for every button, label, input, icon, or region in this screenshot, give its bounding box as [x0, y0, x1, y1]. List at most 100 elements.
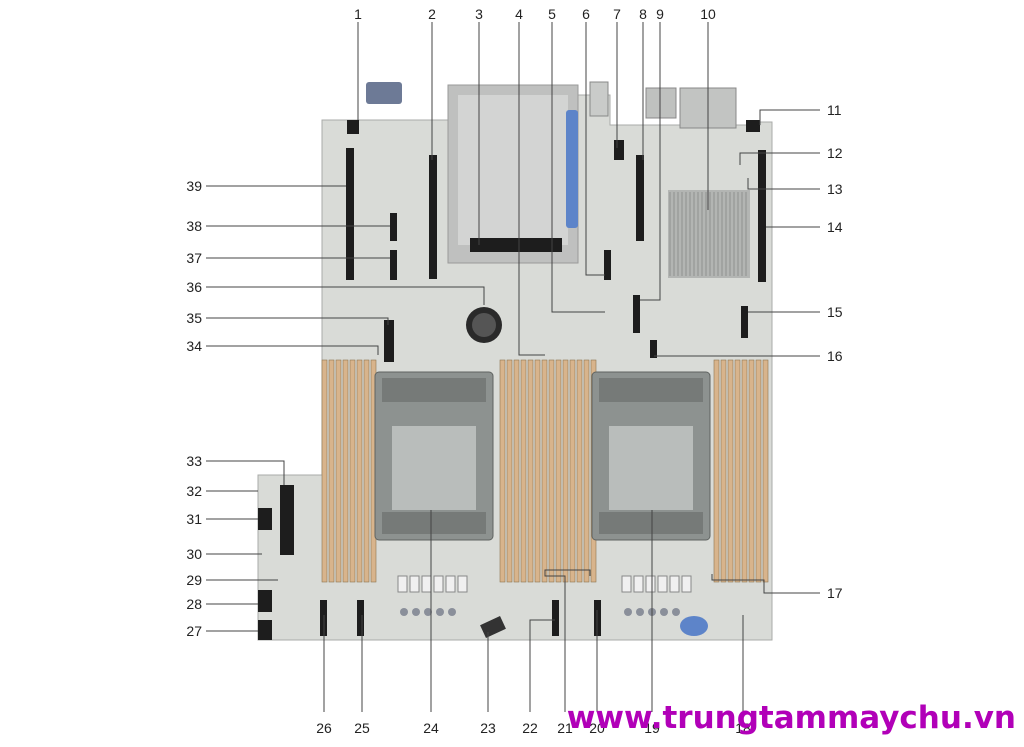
- dimm-slot: [727, 359, 734, 583]
- dimm-slot: [363, 359, 370, 583]
- dimm-slot: [755, 359, 762, 583]
- vrm-components: [397, 575, 692, 616]
- dimm-slot: [541, 359, 548, 583]
- callout-34: 34: [186, 338, 202, 354]
- callout-36: 36: [186, 279, 202, 295]
- callout-17: 17: [827, 585, 843, 601]
- callout-8: 8: [639, 6, 647, 22]
- dimm-slot: [748, 359, 755, 583]
- vrm-inductor: [397, 575, 408, 593]
- intrusion-switch: [480, 616, 506, 638]
- dimm-bank-left: [321, 359, 377, 583]
- dimm-bank-center: [499, 359, 597, 583]
- dimm-slot: [342, 359, 349, 583]
- callout-37: 37: [186, 250, 202, 266]
- connector-37: [390, 250, 397, 280]
- connector-1: [347, 120, 359, 134]
- callout-28: 28: [186, 596, 202, 612]
- callout-3: 3: [475, 6, 483, 22]
- callout-20: 20: [589, 720, 605, 736]
- dimm-slot: [506, 359, 513, 583]
- connector-25: [357, 600, 364, 636]
- riser-cage: [447, 84, 579, 264]
- dimm-slot: [562, 359, 569, 583]
- callout-7: 7: [613, 6, 621, 22]
- slot-39: [346, 148, 354, 280]
- callout-5: 5: [548, 6, 556, 22]
- callout-33: 33: [186, 453, 202, 469]
- vrm-inductor: [445, 575, 456, 593]
- callout-30: 30: [186, 546, 202, 562]
- connector-16: [650, 340, 657, 358]
- dimm-slot: [569, 359, 576, 583]
- connector-35: [384, 320, 394, 362]
- vrm-inductor: [633, 575, 644, 593]
- dimm-slot: [328, 359, 335, 583]
- dimm-slot: [527, 359, 534, 583]
- dimm-slot: [356, 359, 363, 583]
- ocp-slot: [470, 238, 562, 252]
- callout-11: 11: [827, 102, 842, 118]
- slot-2: [429, 155, 437, 279]
- callout-16: 16: [827, 348, 843, 364]
- dimm-slot: [576, 359, 583, 583]
- cpu-socket-2: [591, 371, 711, 541]
- callout-38: 38: [186, 218, 202, 234]
- connector-6: [604, 250, 611, 280]
- connector-7: [614, 140, 624, 160]
- rear-connector: [645, 87, 677, 119]
- usb-port-rear: [589, 81, 609, 117]
- connector-27: [258, 620, 272, 640]
- callout-13: 13: [827, 181, 843, 197]
- dimm-slot: [720, 359, 727, 583]
- vrm-inductor: [645, 575, 656, 593]
- callout-32: 32: [186, 483, 202, 499]
- connector-33: [280, 485, 294, 555]
- callout-6: 6: [582, 6, 590, 22]
- callout-15: 15: [827, 304, 843, 320]
- connector-31: [258, 508, 272, 530]
- dimm-slot: [762, 359, 769, 583]
- vrm-inductor: [657, 575, 668, 593]
- watermark-text: www.trungtammaychu.vn: [567, 700, 1016, 736]
- callout-24: 24: [423, 720, 439, 736]
- callout-18: 18: [735, 720, 751, 736]
- callout-31: 31: [186, 511, 202, 527]
- connector-22: [552, 600, 559, 636]
- callout-27: 27: [186, 623, 202, 639]
- callout-9: 9: [656, 6, 664, 22]
- coin-battery: [466, 307, 502, 343]
- dimm-slot: [520, 359, 527, 583]
- vga-port: [366, 82, 402, 104]
- dimm-slot: [548, 359, 555, 583]
- dimm-slot: [555, 359, 562, 583]
- dimm-slot: [713, 359, 720, 583]
- capacitor: [624, 608, 632, 616]
- callout-12: 12: [827, 145, 843, 161]
- callout-21: 21: [557, 720, 573, 736]
- cpu-socket-1: [374, 371, 494, 541]
- heatsink: [668, 190, 750, 278]
- callout-39: 39: [186, 178, 202, 194]
- connector-38: [390, 213, 397, 241]
- capacitor: [636, 608, 644, 616]
- leader-lines: [206, 22, 820, 712]
- callout-26: 26: [316, 720, 332, 736]
- callout-19: 19: [644, 720, 660, 736]
- capacitor: [424, 608, 432, 616]
- callout-10: 10: [700, 6, 716, 22]
- capacitor: [448, 608, 456, 616]
- dimm-slot: [741, 359, 748, 583]
- callout-29: 29: [186, 572, 202, 588]
- vrm-inductor: [681, 575, 692, 593]
- connector-9: [633, 295, 640, 333]
- vrm-inductor: [457, 575, 468, 593]
- slot-8: [636, 155, 644, 241]
- callout-25: 25: [354, 720, 370, 736]
- dimm-slot: [734, 359, 741, 583]
- connector-fan-11: [746, 120, 760, 132]
- capacitor: [412, 608, 420, 616]
- callout-2: 2: [428, 6, 436, 22]
- vrm-inductor: [433, 575, 444, 593]
